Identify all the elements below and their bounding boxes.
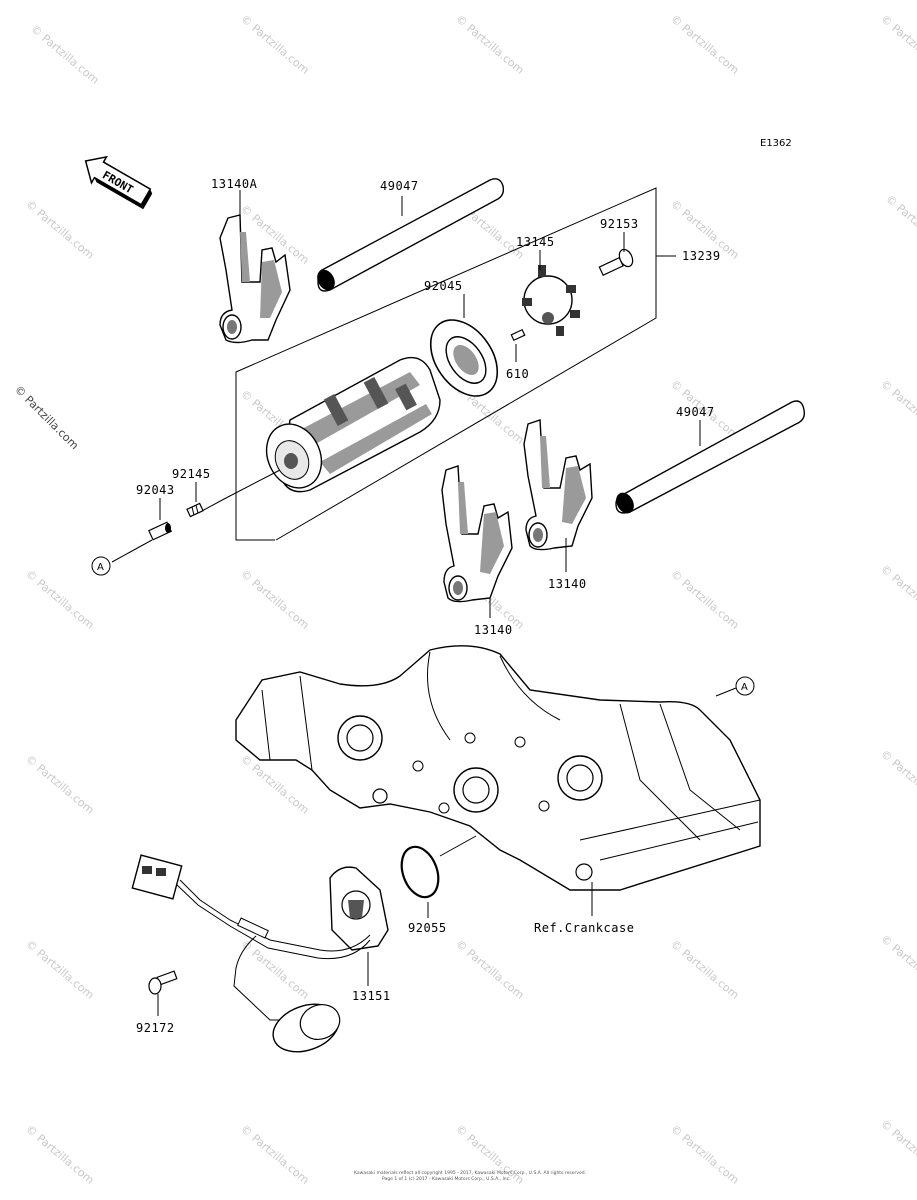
gear-position-sensor-13151 bbox=[175, 866, 389, 1021]
shift-fork-13140-right bbox=[523, 419, 593, 551]
bearing-92045 bbox=[429, 319, 499, 397]
fork-shaft-right bbox=[615, 400, 806, 514]
spring-92145 bbox=[186, 502, 204, 518]
watermark: © Partzilla.com bbox=[238, 1122, 311, 1187]
callout-13239: 13239 bbox=[682, 249, 721, 263]
callout-13140-right: 13140 bbox=[548, 577, 587, 591]
callout-13140A: 13140A bbox=[211, 177, 258, 191]
callout-92043: 92043 bbox=[136, 483, 175, 497]
watermark: © Partzilla.com bbox=[23, 567, 96, 632]
diagram-code: E1362 bbox=[760, 138, 792, 149]
ref-crankcase-label: Ref.Crankcase bbox=[534, 921, 634, 935]
ref-a-left-label: A bbox=[97, 562, 104, 573]
callout-13151: 13151 bbox=[352, 989, 391, 1003]
watermark: © Partzilla.com bbox=[23, 752, 96, 817]
watermark: © Partzilla.com bbox=[668, 567, 741, 632]
sensor-cap bbox=[272, 1003, 341, 1053]
bolt-92153 bbox=[598, 248, 634, 276]
callout-92145: 92145 bbox=[172, 467, 211, 481]
watermark: © Partzilla.com bbox=[238, 12, 311, 77]
watermark: © Partzilla.com bbox=[668, 1122, 741, 1187]
callout-92153: 92153 bbox=[600, 217, 639, 231]
o-ring-92055 bbox=[400, 845, 440, 899]
screw-92172 bbox=[148, 970, 178, 995]
callout-49047-right: 49047 bbox=[676, 405, 715, 419]
callout-92045: 92045 bbox=[424, 279, 463, 293]
leader-lines bbox=[157, 190, 737, 1016]
fork-shaft-top bbox=[317, 178, 505, 292]
watermark: © Partzilla.com bbox=[668, 937, 741, 1002]
sensor-connector bbox=[131, 854, 183, 900]
ref-a-left: A bbox=[91, 556, 111, 576]
watermark: © Partzilla.com bbox=[878, 12, 917, 77]
watermark: © Partzilla.com bbox=[668, 12, 741, 77]
pin-92043 bbox=[148, 521, 172, 541]
shift-fork-13140-bottom bbox=[441, 465, 513, 603]
watermark: © Partzilla.com bbox=[883, 192, 917, 257]
callout-92055: 92055 bbox=[408, 921, 447, 935]
watermark: © Partzilla.com bbox=[878, 747, 917, 812]
front-arrow-icon: FRONT bbox=[84, 155, 153, 210]
crankcase bbox=[235, 645, 761, 891]
watermark: © Partzilla.com bbox=[878, 932, 917, 997]
watermark: © Partzilla.com bbox=[238, 567, 311, 632]
pin-610 bbox=[510, 328, 526, 342]
leader bbox=[111, 539, 153, 563]
watermark: © Partzilla.com bbox=[28, 22, 101, 87]
watermark: © Partzilla.com bbox=[453, 937, 526, 1002]
callout-610: 610 bbox=[506, 367, 529, 381]
watermark: © Partzilla.com bbox=[453, 12, 526, 77]
ref-a-right-label: A bbox=[741, 682, 748, 693]
callout-13140-bottom: 13140 bbox=[474, 623, 513, 637]
watermark: © Partzilla.com bbox=[23, 1122, 96, 1187]
watermark: © Partzilla.com bbox=[23, 937, 96, 1002]
watermark: © Partzilla.com bbox=[23, 197, 96, 262]
shift-drum bbox=[199, 356, 441, 513]
callout-92172: 92172 bbox=[136, 1021, 175, 1035]
callout-13145: 13145 bbox=[516, 235, 555, 249]
callout-49047-top: 49047 bbox=[380, 179, 419, 193]
watermark: © Partzilla.com bbox=[878, 1117, 917, 1182]
assembly-bracket bbox=[235, 187, 657, 541]
shift-cam-13145 bbox=[522, 265, 580, 336]
footer-copyright: Kawasaki materials reflect all copyright… bbox=[354, 1170, 586, 1176]
footer-page-info: Page 1 of 1 (c) 2017 - Kawasaki Motors C… bbox=[382, 1176, 511, 1182]
shift-fork-13140A bbox=[219, 214, 291, 344]
watermark: © Partzilla.com bbox=[878, 377, 917, 442]
watermark: © Partzilla.com bbox=[238, 937, 311, 1002]
watermark: © Partzilla.com bbox=[878, 562, 917, 627]
side-watermark: © Partzilla.com bbox=[12, 383, 81, 452]
ref-a-right: A bbox=[735, 676, 755, 696]
